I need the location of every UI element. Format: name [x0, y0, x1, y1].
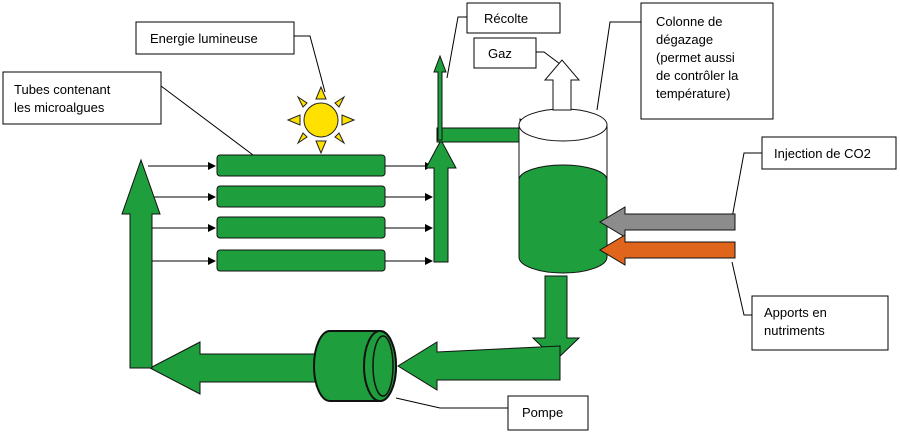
leader-gaz — [536, 51, 561, 65]
co2-label-box: Injection de CO2 — [761, 136, 897, 170]
colonne-label-line-5: température) — [656, 86, 730, 101]
column-down-arrow — [531, 275, 581, 361]
collector-up-arrow — [425, 138, 457, 263]
tube-thin-arrows — [148, 162, 433, 265]
tubes-label-line-2: les microalgues — [14, 100, 105, 115]
pump-cylinder-icon — [313, 330, 397, 402]
recolte-label-box: Récolte — [466, 2, 561, 34]
pump-left-arrow — [148, 341, 318, 395]
apports-label-line-2: nutriments — [764, 323, 825, 338]
leader-recolte — [446, 16, 467, 79]
colonne-label-line-3: (permet aussi — [656, 50, 735, 65]
apports-label-line-1: Apports en — [764, 305, 827, 320]
pompe-label: Pompe — [522, 405, 563, 420]
leader-colonne — [596, 21, 641, 111]
tube-group — [216, 154, 386, 272]
tube-2 — [216, 185, 386, 208]
leader-lines — [160, 16, 762, 409]
tube-3 — [216, 216, 386, 239]
gas-outlet-arrow — [543, 59, 581, 111]
pompe-label-box: Pompe — [507, 395, 589, 431]
return-to-pump-arrow — [397, 341, 561, 391]
colonne-label-line-1: Colonne de — [656, 14, 723, 29]
colonne-label-line-4: de contrôler la — [656, 68, 739, 83]
energie-label: Energie lumineuse — [150, 31, 258, 46]
sun-icon — [286, 85, 356, 155]
co2-label: Injection de CO2 — [774, 146, 871, 161]
leader-pompe — [395, 397, 508, 409]
nutrient-arrow — [599, 234, 736, 266]
leader-apports — [731, 261, 752, 316]
gaz-label-box: Gaz — [473, 37, 537, 69]
harvest-arrow — [433, 54, 447, 141]
apports-label-box: Apports en nutriments — [751, 295, 889, 351]
tubes-label-line-1: Tubes contenant — [14, 82, 111, 97]
degassing-column-icon — [518, 108, 608, 274]
leader-co2 — [731, 152, 762, 219]
recolte-label: Récolte — [484, 11, 528, 26]
tube-1 — [216, 154, 386, 177]
colonne-label-box: Colonne de dégazage (permet aussi de con… — [640, 2, 774, 120]
leader-tubes — [160, 85, 258, 159]
tubes-label-box: Tubes contenant les microalgues — [2, 71, 162, 125]
co2-injection-arrow — [599, 206, 736, 238]
colonne-label-line-2: dégazage — [656, 32, 713, 47]
leader-energie — [294, 35, 326, 93]
tube-4 — [216, 249, 386, 272]
gaz-label: Gaz — [488, 46, 512, 61]
energie-label-box: Energie lumineuse — [135, 21, 295, 55]
left-return-up-arrow — [121, 158, 161, 369]
